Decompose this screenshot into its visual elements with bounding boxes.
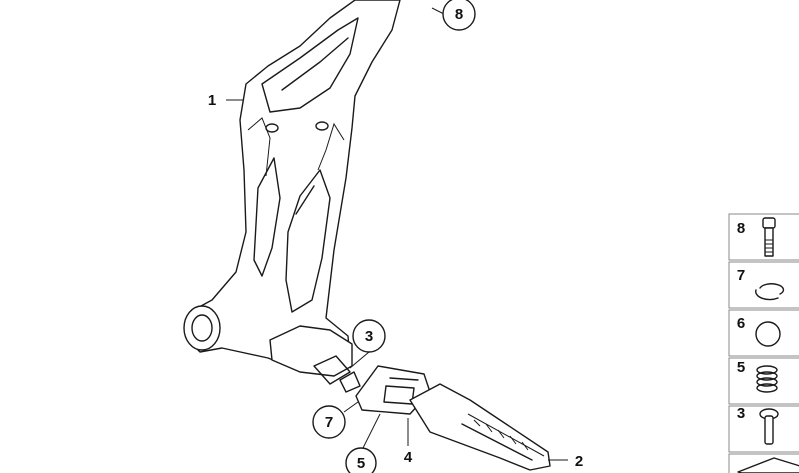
legend-item-7: 7 xyxy=(728,261,799,309)
legend-item-8: 8 xyxy=(728,213,799,261)
bolt-icon xyxy=(762,217,776,257)
svg-text:7: 7 xyxy=(325,414,333,431)
svg-text:8: 8 xyxy=(455,6,463,23)
circlip-icon xyxy=(755,283,785,301)
callout-4: 4 xyxy=(404,449,413,466)
callout-5: 5 xyxy=(345,447,377,473)
spring-icon xyxy=(756,365,778,393)
callout-3: 3 xyxy=(352,319,386,353)
legend-item-6: 6 xyxy=(728,309,799,357)
callout-2: 2 xyxy=(575,453,583,470)
cap-icon xyxy=(755,321,781,347)
svg-text:4: 4 xyxy=(404,449,413,466)
pin-icon xyxy=(759,408,779,445)
footrest-bracket xyxy=(183,0,401,393)
parts-legend: 8 7 6 5 xyxy=(728,213,799,473)
svg-text:7: 7 xyxy=(737,267,745,284)
legend-item-partial xyxy=(728,453,799,473)
legend-item-3: 3 xyxy=(728,405,799,453)
svg-text:3: 3 xyxy=(737,405,745,422)
callout-7: 7 xyxy=(312,405,346,439)
svg-text:2: 2 xyxy=(575,453,583,470)
svg-text:8: 8 xyxy=(737,220,745,237)
callout-1: 1 xyxy=(208,92,216,109)
footpeg xyxy=(409,383,551,471)
callout-8: 8 xyxy=(442,0,476,31)
svg-text:5: 5 xyxy=(737,359,745,376)
svg-text:6: 6 xyxy=(737,315,745,332)
svg-text:1: 1 xyxy=(208,92,216,109)
legend-item-5: 5 xyxy=(728,357,799,405)
svg-text:5: 5 xyxy=(357,455,365,472)
leader-lines xyxy=(226,7,568,461)
svg-text:3: 3 xyxy=(365,328,373,345)
